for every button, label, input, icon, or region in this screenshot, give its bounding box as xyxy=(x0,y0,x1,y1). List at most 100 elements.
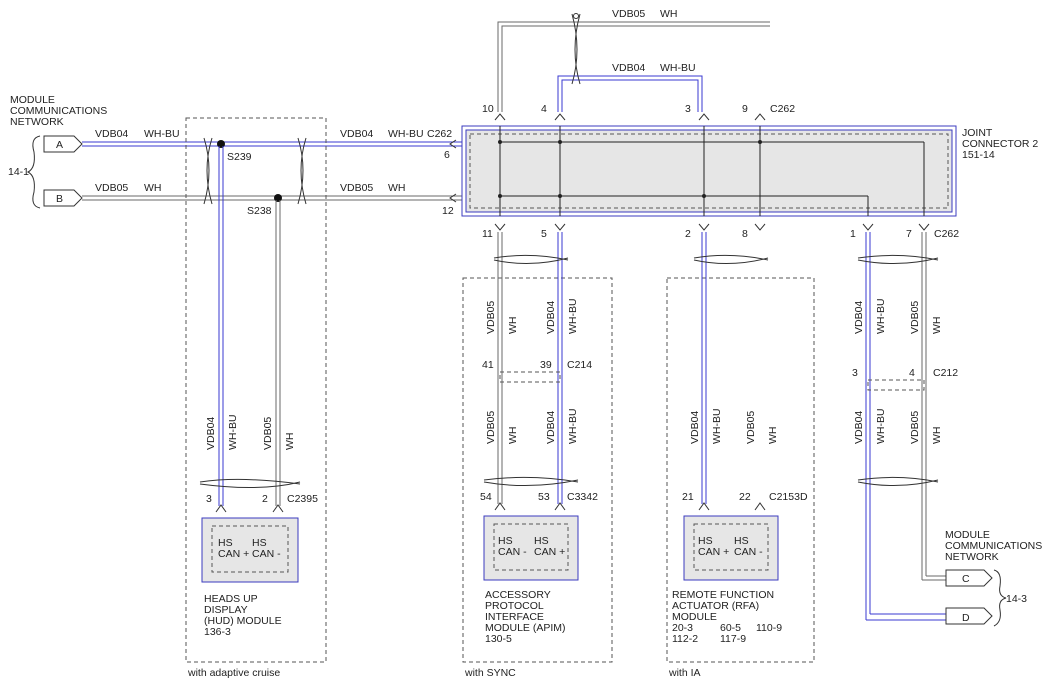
svg-text:117-9: 117-9 xyxy=(720,633,746,645)
svg-text:HS: HS xyxy=(218,537,233,549)
wire-label-wh-left: WH xyxy=(144,182,162,194)
wire-label-whbu-mid: WH-BU xyxy=(388,128,424,140)
hud-label-vdb05: VDB05 xyxy=(262,417,274,450)
hud-module-name: HEADS UP DISPLAY (HUD) MODULE 136-3 xyxy=(204,593,282,638)
rfa-label-whbu: WH-BU xyxy=(711,408,723,444)
connector-d[interactable]: D xyxy=(945,607,993,625)
top-label-wh: WH xyxy=(660,8,678,20)
svg-text:CAN +: CAN + xyxy=(698,546,729,558)
c212-connector: C212 xyxy=(933,367,958,379)
svg-text:CAN +: CAN + xyxy=(534,546,565,558)
wire-label-vdb05-left: VDB05 xyxy=(95,182,128,194)
svg-text:REMOTE FUNCTION: REMOTE FUNCTION xyxy=(672,589,774,601)
rfa-pin-arrows xyxy=(698,502,766,511)
apim-label-whbu-b: WH-BU xyxy=(567,408,579,444)
rfa-twist xyxy=(693,254,769,265)
apim-inline-connector-box xyxy=(499,371,561,383)
rfa-option-label: with IA xyxy=(668,667,701,679)
svg-text:HS: HS xyxy=(498,535,513,547)
right-label-wh-b: WH xyxy=(931,427,943,445)
hud-label-wh: WH xyxy=(284,433,296,451)
apim-pin-54: 54 xyxy=(480,491,492,503)
svg-text:CONNECTOR 2: CONNECTOR 2 xyxy=(962,138,1038,150)
jc-pin-9: 9 xyxy=(742,103,748,115)
hud-option-label: with adaptive cruise xyxy=(187,667,280,679)
svg-text:CAN +: CAN + xyxy=(218,548,249,560)
hud-option-box xyxy=(185,117,327,663)
apim-inline-pin-39: 39 xyxy=(540,359,552,371)
svg-text:C: C xyxy=(962,573,970,585)
right-label-whbu-b: WH-BU xyxy=(875,408,887,444)
right-label-vdb05-b: VDB05 xyxy=(909,411,921,444)
apim-connector: C3342 xyxy=(567,491,598,503)
right-twist-bottom xyxy=(857,476,939,487)
svg-text:D: D xyxy=(962,612,970,624)
jc-pin-2: 2 xyxy=(685,228,691,240)
c212-pin-4: 4 xyxy=(909,367,915,379)
connector-c[interactable]: C xyxy=(945,569,993,587)
jc-pin-4: 4 xyxy=(541,103,547,115)
svg-text:A: A xyxy=(56,139,63,151)
bus-low xyxy=(82,195,462,201)
svg-text:HEADS UP: HEADS UP xyxy=(204,593,258,605)
right-network-title: MODULE COMMUNICATIONS NETWORK xyxy=(945,529,1042,563)
joint-connector-title: JOINT CONNECTOR 2 151-14 xyxy=(962,127,1038,161)
top-label-vdb04: VDB04 xyxy=(612,62,645,74)
svg-text:HS: HS xyxy=(698,535,713,547)
svg-text:MODULE: MODULE xyxy=(10,94,55,106)
top-label-whbu: WH-BU xyxy=(660,62,696,74)
jc-pin-12: 12 xyxy=(442,205,454,217)
svg-text:MODULE: MODULE xyxy=(945,529,990,541)
rfa-pin-22: 22 xyxy=(739,491,751,503)
svg-text:151-14: 151-14 xyxy=(962,149,995,161)
splice-s238[interactable] xyxy=(274,194,282,202)
splice-s239[interactable] xyxy=(217,140,225,148)
svg-text:(HUD) MODULE: (HUD) MODULE xyxy=(204,615,282,627)
hud-label-vdb04: VDB04 xyxy=(205,417,217,450)
top-twist xyxy=(571,13,581,85)
svg-text:NETWORK: NETWORK xyxy=(10,116,64,128)
svg-text:B: B xyxy=(56,193,63,205)
rfa-option-box xyxy=(666,277,815,663)
svg-text:PROTOCOL: PROTOCOL xyxy=(485,600,544,612)
apim-module-name: ACCESSORY PROTOCOL INTERFACE MODULE (API… xyxy=(485,589,566,645)
wire-label-vdb05-mid: VDB05 xyxy=(340,182,373,194)
jc-pin-5: 5 xyxy=(541,228,547,240)
right-label-vdb05-a: VDB05 xyxy=(909,301,921,334)
twist-marker-right xyxy=(297,137,307,205)
splice-s238-label: S238 xyxy=(247,205,272,217)
c212-connector-box xyxy=(867,379,925,391)
wire-label-vdb04-mid: VDB04 xyxy=(340,128,373,140)
apim-label-wh-b: WH xyxy=(507,427,519,445)
top-feed-wires xyxy=(497,21,770,112)
jc-left-arrows xyxy=(449,139,457,203)
right-network-brace xyxy=(993,569,1007,627)
hud-module[interactable]: HS CAN + HS CAN - xyxy=(201,517,299,583)
rfa-module-name: REMOTE FUNCTION ACTUATOR (RFA) MODULE 20… xyxy=(672,589,782,645)
svg-text:ACCESSORY: ACCESSORY xyxy=(485,589,551,601)
svg-text:INTERFACE: INTERFACE xyxy=(485,611,544,623)
jc-pin-8: 8 xyxy=(742,228,748,240)
c262-label-bottom: C262 xyxy=(934,228,959,240)
connector-b[interactable]: B xyxy=(43,189,83,207)
hud-pin-low: 2 xyxy=(262,493,268,505)
twist-marker-left xyxy=(203,137,213,205)
splice-s239-label: S239 xyxy=(227,151,252,163)
apim-label-vdb04-b: VDB04 xyxy=(545,411,557,444)
svg-text:JOINT: JOINT xyxy=(962,127,993,139)
connector-a[interactable]: A xyxy=(43,135,83,153)
top-label-vdb05: VDB05 xyxy=(612,8,645,20)
left-network-title: MODULE COMMUNICATIONS NETWORK xyxy=(10,94,107,128)
svg-text:136-3: 136-3 xyxy=(204,626,231,638)
wire-label-wh-mid: WH xyxy=(388,182,406,194)
joint-connector-2[interactable] xyxy=(461,125,957,217)
svg-text:60-5: 60-5 xyxy=(720,622,741,634)
svg-text:112-2: 112-2 xyxy=(672,633,698,645)
right-network-ref: 14-3 xyxy=(1006,593,1027,605)
svg-text:HS: HS xyxy=(534,535,549,547)
c212-pin-3: 3 xyxy=(852,367,858,379)
rfa-module[interactable]: HS CAN + HS CAN - xyxy=(683,515,779,581)
svg-text:COMMUNICATIONS: COMMUNICATIONS xyxy=(10,105,107,117)
apim-module[interactable]: HS CAN - HS CAN + xyxy=(483,515,579,581)
